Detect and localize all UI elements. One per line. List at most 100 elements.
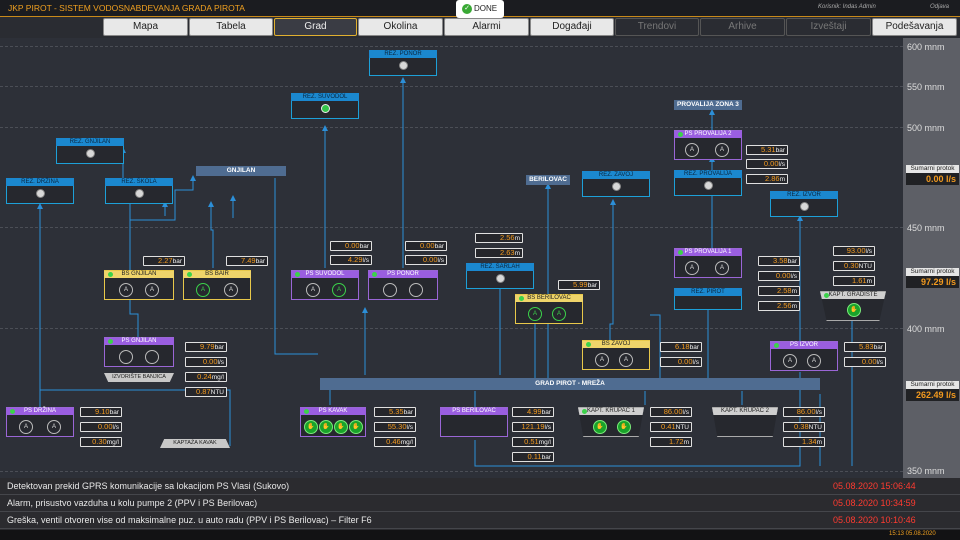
value-readout: 0.00bar xyxy=(405,241,447,251)
station-ps-gnjilan[interactable]: PS GNJILAN xyxy=(104,337,174,367)
zone-gnjilan: GNJILAN xyxy=(196,166,286,176)
alarm-text: Greška, ventil otvoren vise od maksimaln… xyxy=(7,512,372,529)
station-ps-kavak[interactable]: PS KAVAK ✋✋✋✋ xyxy=(300,407,366,437)
reservoir-ponor[interactable]: REZ. PONOR xyxy=(369,50,437,76)
reservoir-suvodol[interactable]: REZ. SUVODOL xyxy=(291,93,359,119)
station-bs-gnjilan[interactable]: BS GNJILAN AA xyxy=(104,270,174,300)
pump-icon[interactable] xyxy=(409,283,423,297)
tab-izvestaji[interactable]: Izveštaji xyxy=(786,18,871,36)
sumarni-protok-3: Sumarni protok262.49 l/s xyxy=(906,381,959,401)
value-readout: 86.00l/s xyxy=(650,407,692,417)
tab-trendovi[interactable]: Trendovi xyxy=(615,18,699,36)
reservoir-izvor[interactable]: REZ. IZVOR xyxy=(770,191,838,217)
pump-icon[interactable]: A xyxy=(595,353,609,367)
hand-icon[interactable]: ✋ xyxy=(334,420,348,434)
value-readout: 121.19l/s xyxy=(512,422,554,432)
station-provalija-1[interactable]: PS PROVALIJA 1 AA xyxy=(674,248,742,278)
gridline xyxy=(0,86,903,87)
tab-arhive[interactable]: Arhive xyxy=(700,18,785,36)
value-readout: 93.00l/s xyxy=(833,246,875,256)
clock: 15:13 05.08.2020 xyxy=(889,531,936,537)
station-bs-zavoj[interactable]: BS ZAVOJ AA xyxy=(582,340,650,370)
hand-icon[interactable]: ✋ xyxy=(847,303,861,317)
gridline xyxy=(0,471,903,472)
pump-icon[interactable]: A xyxy=(552,307,566,321)
tab-tabela[interactable]: Tabela xyxy=(189,18,273,36)
alarm-row[interactable]: Greška, ventil otvoren vise od maksimaln… xyxy=(0,512,960,529)
hand-icon[interactable]: ✋ xyxy=(593,420,607,434)
status-indicator xyxy=(496,274,505,283)
tab-dogadjaji[interactable]: Događaji xyxy=(530,18,614,36)
done-badge[interactable]: ✓DONE xyxy=(456,0,504,18)
station-kapt-krupac-2[interactable]: KAPT. KRUPAC 2 xyxy=(712,407,778,437)
pump-icon[interactable]: A xyxy=(619,353,633,367)
reservoir-sarlah[interactable]: REZ. ŠARLAH xyxy=(466,263,534,289)
status-bar: 15:13 05.08.2020 xyxy=(0,530,960,540)
pump-icon[interactable]: A xyxy=(306,283,320,297)
pump-icon[interactable]: A xyxy=(685,261,699,275)
station-bs-bair[interactable]: BS BAIR AA xyxy=(183,270,251,300)
value-readout: 5.35bar xyxy=(374,407,416,417)
tab-podesavanja[interactable]: Podešavanja xyxy=(872,18,957,36)
reservoir-drzina[interactable]: REZ. DRŽINA xyxy=(6,178,74,204)
reservoir-label: REZ. ŠKOLA xyxy=(105,178,173,186)
value-readout: 0.51mg/l xyxy=(512,437,554,447)
logout-link[interactable]: Odjava xyxy=(930,4,949,10)
status-indicator xyxy=(187,272,192,277)
alarm-text: Alarm, prisustvo vazduha u kolu pumpe 2 … xyxy=(7,495,257,512)
reservoir-zavoj[interactable]: REZ. ZAVOJ xyxy=(582,171,650,197)
pump-icon[interactable]: A xyxy=(224,283,238,297)
pump-icon[interactable]: A xyxy=(196,283,210,297)
pump-icon[interactable]: A xyxy=(715,143,729,157)
reservoir-skola[interactable]: REZ. ŠKOLA xyxy=(105,178,173,204)
station-ps-drzina[interactable]: PS DRŽINA AA xyxy=(6,407,74,437)
station-provalija-2[interactable]: PS PROVALIJA 2 AA xyxy=(674,130,742,160)
reservoir-pirot[interactable]: REZ. PIROT xyxy=(674,288,742,310)
station-ps-berilovac[interactable]: PS BERILOVAC xyxy=(440,407,508,437)
station-bs-berilovac[interactable]: BS BERILOVAC AA xyxy=(515,294,583,324)
tab-grad[interactable]: Grad xyxy=(274,18,357,36)
station-suvodol[interactable]: PS SUVODOL AA xyxy=(291,270,359,300)
status-indicator xyxy=(372,272,377,277)
reservoir-label: REZ. DRŽINA xyxy=(6,178,74,186)
station-ps-izvor[interactable]: PS IZVOR AA xyxy=(770,341,838,371)
station-name: PS BERILOVAC xyxy=(452,408,496,414)
pump-icon[interactable]: A xyxy=(807,354,821,368)
reservoir-gnjilan[interactable]: REZ. GNJILAN xyxy=(56,138,124,164)
status-indicator xyxy=(774,343,779,348)
pump-icon[interactable]: A xyxy=(685,143,699,157)
reservoir-provalija[interactable]: REZ. PROVALIJA xyxy=(674,170,742,196)
station-kapt-gradiste[interactable]: KAPT. GRADIŠTE ✋ xyxy=(820,291,886,321)
hand-icon[interactable]: ✋ xyxy=(617,420,631,434)
app-title: JKP PIROT - SISTEM VODOSNABDEVANJA GRADA… xyxy=(8,3,245,13)
tab-okolina[interactable]: Okolina xyxy=(358,18,443,36)
alarm-date: 05.08.2020 10:34:59 xyxy=(833,495,916,512)
pump-icon[interactable]: A xyxy=(145,283,159,297)
station-name: BS ZAVOJ xyxy=(602,341,631,347)
elevation-tick: 550 mnm xyxy=(907,82,945,92)
hand-icon[interactable]: ✋ xyxy=(304,420,318,434)
pump-icon[interactable]: A xyxy=(783,354,797,368)
pump-icon[interactable]: A xyxy=(119,283,133,297)
elevation-tick: 600 mnm xyxy=(907,42,945,52)
pump-icon[interactable] xyxy=(119,350,133,364)
pump-icon[interactable] xyxy=(383,283,397,297)
pump-icon[interactable]: A xyxy=(715,261,729,275)
station-name: PS DRŽINA xyxy=(24,408,56,414)
pump-icon[interactable]: A xyxy=(528,307,542,321)
station-kapt-krupac-1[interactable]: KAPT. KRUPAC 1 ✋✋ xyxy=(578,407,644,437)
hand-icon[interactable]: ✋ xyxy=(349,420,363,434)
pump-icon[interactable]: A xyxy=(19,420,33,434)
alarm-row[interactable]: Detektovan prekid GPRS komunikacije sa l… xyxy=(0,478,960,495)
elevation-tick: 450 mnm xyxy=(907,223,945,233)
pump-icon[interactable]: A xyxy=(332,283,346,297)
pump-icon[interactable] xyxy=(145,350,159,364)
reservoir-label: REZ. PONOR xyxy=(369,50,437,58)
station-ponor[interactable]: PS PONOR xyxy=(368,270,438,300)
tab-alarmi[interactable]: Alarmi xyxy=(444,18,529,36)
hand-icon[interactable]: ✋ xyxy=(319,420,333,434)
pump-icon[interactable]: A xyxy=(47,420,61,434)
alarm-row[interactable]: Alarm, prisustvo vazduha u kolu pumpe 2 … xyxy=(0,495,960,512)
status-indicator xyxy=(295,272,300,277)
tab-mapa[interactable]: Mapa xyxy=(103,18,188,36)
